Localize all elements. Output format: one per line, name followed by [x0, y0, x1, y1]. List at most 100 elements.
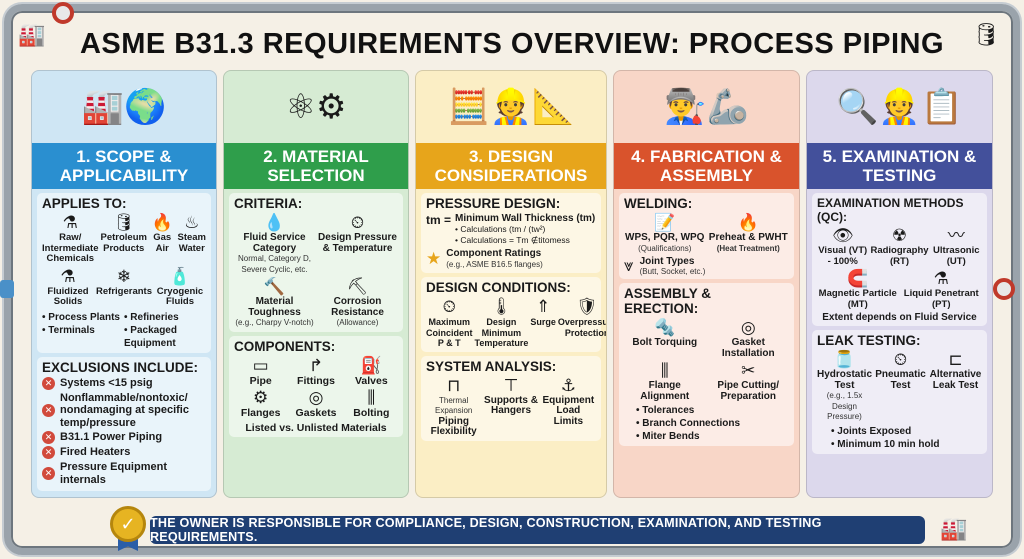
applies-item: ⚗Fluidized Solids [42, 267, 94, 308]
gasket-icon: ◎ [740, 318, 756, 337]
wave-icon: 〰 [947, 226, 965, 245]
weld-joint-icon: ⩔ [624, 256, 634, 275]
corrosion-icon: ⛏ [346, 277, 369, 296]
leak-bullets: Joints Exposed Minimum 10 min hold [831, 425, 982, 451]
magnet-icon: 🧲 [847, 269, 869, 288]
welding-item: 🔥Preheat & PWHT(Heat Treatment) [708, 213, 788, 253]
elbow-icon: ↱ [308, 355, 324, 375]
gasket-icon: ◎ [308, 388, 324, 407]
applies-item: ♨Steam Water [177, 213, 206, 254]
applies-item: 🛢Petroleum Products [100, 213, 147, 254]
list-item: Terminals [42, 324, 124, 350]
badge-icon: ✓ [110, 506, 146, 542]
method-item: ⚗Liquid Penetrant (PT) [901, 269, 983, 310]
magnifier-icon: 🔍👷📋 [835, 88, 963, 126]
leak-item: ⊏Alternative Leak Test [929, 350, 982, 391]
gauge-icon: ⏲ [893, 350, 908, 369]
method-item: ☢Radiography (RT) [870, 226, 929, 267]
welding-item: 📝WPS, PQR, WPQ(Qualifications) [625, 213, 705, 253]
component-item: ▭Pipe [234, 356, 287, 387]
examination-header: 5. EXAMINATION & TESTING [807, 143, 992, 189]
welder-icon: 👨‍🏭🦾 [664, 88, 749, 126]
applies-item: ❄Refrigerants [96, 266, 152, 297]
droplets-icon: 💧 [263, 213, 286, 232]
list-item: Miter Bends [636, 430, 789, 443]
conditions-section: DESIGN CONDITIONS: ⏲Maximum Coincident P… [421, 277, 606, 352]
methods-section: EXAMINATION METHODS (QC): 👁Visual (VT) -… [812, 193, 987, 326]
list-item: Joints Exposed [831, 425, 982, 438]
document-icon: 📝 [654, 213, 676, 232]
analysis-item: ⊤Supports & Hangers [484, 375, 538, 416]
welding-section: WELDING: 📝WPS, PQR, WPQ(Qualifications) … [619, 193, 794, 279]
flame-icon: 🔥 [737, 213, 759, 232]
welding-title: WELDING: [624, 196, 693, 211]
leak-item: 🫙Hydrostatic Test(e.g., 1.5x Design Pres… [817, 350, 873, 421]
list-item: Branch Connections [636, 417, 789, 430]
design-header: 3. DESIGN CONSIDERATIONS [416, 143, 606, 189]
list-item: Process Plants [42, 311, 124, 324]
applies-section: APPLIES TO: ⚗Raw/ Intermediate Chemicals… [37, 193, 211, 353]
x-circle-icon: ✕ [42, 403, 55, 417]
bolt-icon: ⫼ [367, 388, 376, 407]
cylinder-icon: 🧴 [169, 266, 191, 286]
conditions-title: DESIGN CONDITIONS: [426, 280, 571, 295]
list-item: Packaged Equipment [124, 324, 206, 350]
exclusion-item: ✕Fired Heaters [42, 446, 206, 459]
exclusions-section: EXCLUSIONS INCLUDE: ✕Systems <15 psig ✕N… [37, 356, 211, 491]
tm-label: Minimum Wall Thickness (tm) [455, 213, 596, 224]
component-item: ↱Fittings [289, 356, 342, 387]
criteria-item: ⛏Corrosion Resistance(Allowance) [317, 277, 398, 329]
steam-icon: ♨ [184, 213, 200, 232]
assembly-title: ASSEMBLY & ERECTION: [624, 286, 712, 316]
flange-icon: ⫼ [660, 361, 669, 380]
assembly-item: ◎Gasket Installation [708, 318, 790, 359]
assembly-bullets: Tolerances Branch Connections Miter Bend… [636, 404, 789, 443]
cutter-icon: ✂ [741, 361, 756, 380]
crane-icon: ⚓ [560, 375, 576, 395]
snowflake-icon: ❄ [116, 266, 132, 286]
component-item: ⚙Flanges [234, 388, 287, 419]
components-title: COMPONENTS: [234, 338, 336, 354]
condition-item: 🛡Overpressure Protection [558, 297, 606, 349]
x-circle-icon: ✕ [42, 431, 55, 444]
exclusion-item: ✕Systems <15 psig [42, 376, 206, 390]
pipe-icon: ▭ [252, 355, 269, 375]
x-circle-icon: ✕ [42, 446, 55, 459]
valve-wheel-icon [52, 2, 74, 24]
piping-flex-icon: ⊓ [447, 375, 461, 395]
valve-icon: ⛽ [360, 355, 382, 375]
pressure-title: PRESSURE DESIGN: [426, 196, 561, 211]
calc-line: • Calculations = Tm ∉titomess [455, 235, 570, 245]
star-icon: ★ [426, 249, 442, 268]
facility-list: Process Plants Refineries Terminals Pack… [42, 311, 206, 350]
criteria-title: CRITERIA: [234, 196, 303, 211]
tm-symbol: tm = [426, 213, 452, 227]
gauge-icon: ⏲ [350, 213, 365, 232]
scope-header: 1. SCOPE & APPLICABILITY [32, 143, 216, 189]
shield-icon: 🛡 [576, 297, 598, 316]
bolt-icon: 🔩 [654, 318, 676, 337]
gauge-icon: ⏲ [442, 297, 456, 316]
eye-icon: 👁 [831, 226, 854, 245]
pipe-rack-icon: ⊏ [948, 350, 963, 369]
footer-banner: THE OWNER IS RESPONSIBLE FOR COMPLIANCE,… [150, 516, 925, 544]
exclusions-title: EXCLUSIONS INCLUDE: [42, 359, 199, 375]
list-item: Refineries [124, 311, 206, 324]
factory-icon: 🏭 [18, 22, 46, 47]
radiation-icon: ☢ [891, 226, 908, 245]
flask-icon: ⚗ [62, 213, 78, 232]
extent-note: Extent depends on Fluid Service [822, 312, 977, 323]
applies-item: 🧴Cryogenic Fluids [154, 267, 206, 308]
storage-tank-icon: 🛢 [972, 22, 1000, 47]
pipe-frame [4, 4, 1020, 555]
list-item: Tolerances [636, 404, 789, 417]
applies-title: APPLIES TO: [42, 196, 127, 211]
fabrication-header: 4. FABRICATION & ASSEMBLY [614, 143, 799, 189]
valve-wheel-icon [993, 278, 1015, 300]
method-item: 👁Visual (VT) - 100% [818, 226, 868, 267]
condition-item: 🌡Design Minimum Temperature [474, 297, 529, 348]
exclusion-item: ✕Pressure Equipment internals [42, 461, 206, 486]
analysis-item: ⚓Equipment Load Limits [542, 375, 595, 427]
